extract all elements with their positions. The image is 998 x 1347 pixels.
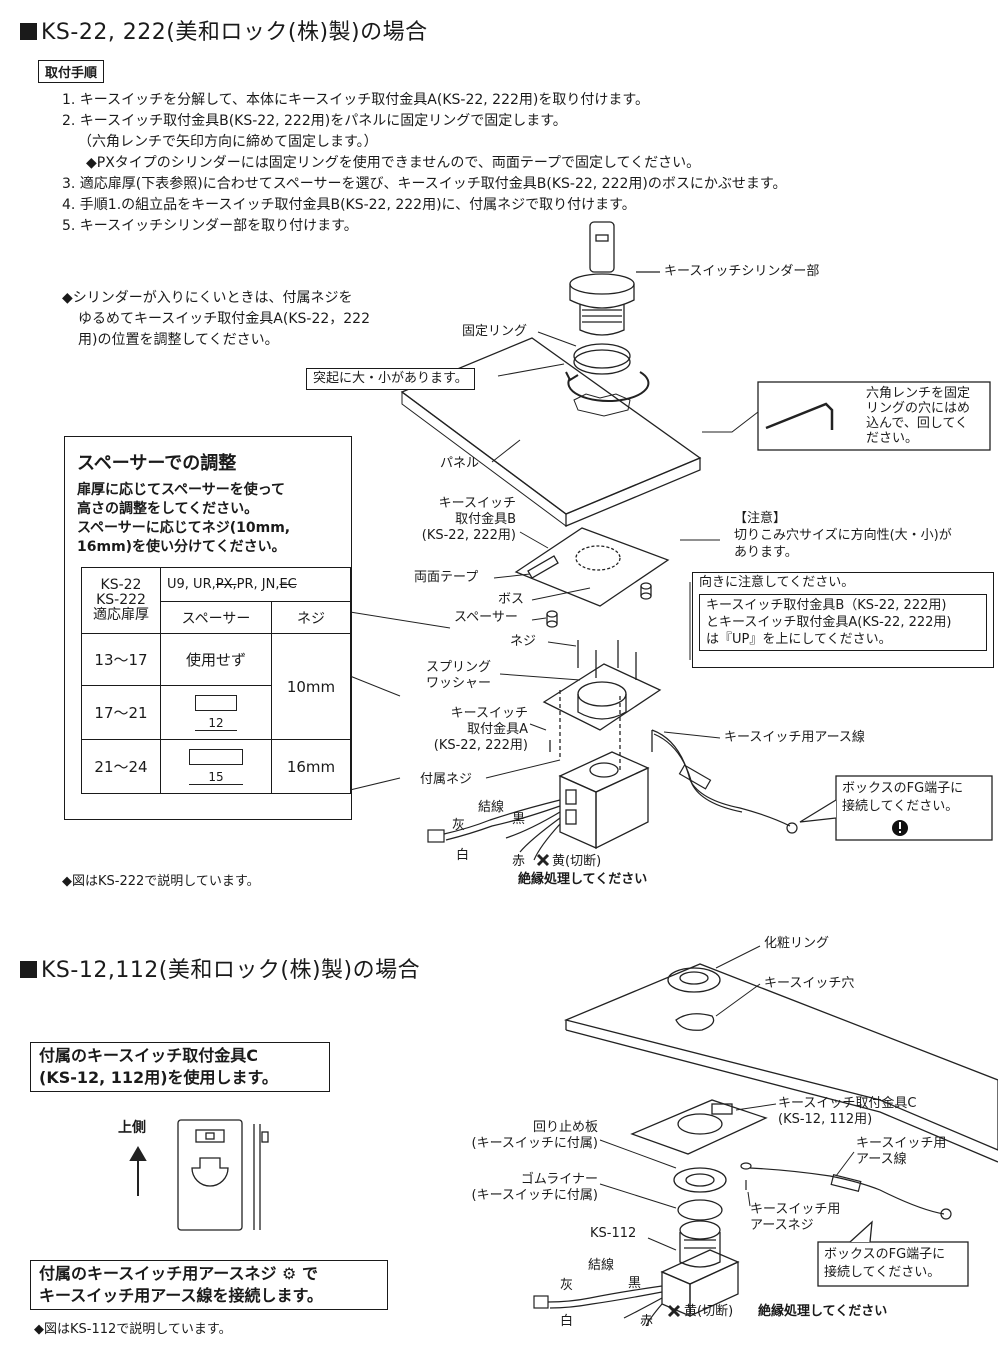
table-screw-16: 16mm	[271, 739, 351, 794]
wires-2-drawing	[533, 1285, 663, 1327]
step-2: 2. キースイッチ取付金具B(KS-22, 222用)をパネルに固定リングで固定…	[62, 113, 567, 129]
label-bump: 突起に大・小があります。	[306, 368, 475, 390]
table-thick-1: 13～17	[81, 633, 161, 686]
label-wire-tie-2: 結線	[588, 1258, 615, 1273]
label-up-side: 上側	[118, 1120, 146, 1136]
label-red-2: 赤	[640, 1314, 654, 1329]
label-insulate: 絶縁処理してください	[518, 872, 648, 887]
label-boss: ボス	[498, 592, 525, 607]
ground-2-drawing	[740, 1162, 952, 1220]
procedure-tag: 取付手順	[38, 60, 105, 83]
figure-note-2: ◆図はKS-112で説明しています。	[34, 1322, 232, 1337]
panel-2-drawing	[563, 963, 998, 1163]
label-ground-wire-2: キースイッチ用アース線	[856, 1136, 947, 1167]
label-bracket-b: キースイッチ取付金具B(KS-22, 222用)	[421, 496, 516, 543]
label-black: 黒	[512, 812, 526, 827]
table-spacer-2: 12	[160, 685, 272, 740]
table-callout	[349, 611, 451, 791]
table-header-spacer: スペーサー	[160, 601, 272, 634]
label-panel: パネル	[440, 456, 480, 471]
bracket-c-info-box: 付属のキースイッチ取付金具C(KS-12, 112用)を使用します。	[30, 1042, 330, 1092]
spacer-adjust-box: スペーサーでの調整 扉厚に応じてスペーサーを使って高さの調整をしてください。スペ…	[64, 436, 352, 820]
step-5: 5. キースイッチシリンダー部を取り付けます。	[62, 218, 358, 234]
label-ks112: KS-112	[590, 1226, 637, 1241]
label-black-2: 黒	[628, 1276, 642, 1291]
step-2-note: （六角レンチで矢印方向に締めて固定します。）	[78, 134, 378, 150]
label-switch-hole: キースイッチ穴	[764, 976, 855, 991]
spacer-box-text: 扉厚に応じてスペーサーを使って高さの調整をしてください。スペーサーに応じてネジ(…	[77, 482, 291, 555]
label-tape: 両面テープ	[414, 570, 479, 585]
label-spring-washer: スプリングワッシャー	[426, 660, 492, 691]
label-white: 白	[456, 848, 470, 863]
label-gray-2: 灰	[560, 1278, 574, 1293]
label-acc-screw: 付属ネジ	[420, 772, 473, 787]
table-screw-10: 10mm	[271, 633, 351, 740]
bracket-c-drawing	[630, 1099, 768, 1318]
key-cylinder-drawing	[569, 221, 660, 336]
bracket-c-diagram	[177, 1119, 269, 1231]
leader-lines-1	[485, 331, 860, 779]
table-header-screw: ネジ	[271, 601, 351, 634]
table-thick-2: 17～21	[81, 685, 161, 740]
ground-screw-info-box: 付属のキースイッチ用アースネジ ⚙ で キースイッチ用アース線を接続します。	[30, 1260, 388, 1310]
screw-icon: ⚙	[282, 1264, 297, 1283]
step-1: 1. キースイッチを分解して、本体にキースイッチ取付金具A(KS-22, 222…	[62, 92, 649, 108]
label-ground-wire: キースイッチ用アース線	[724, 730, 865, 745]
cut-marks	[536, 853, 681, 1318]
step-4: 4. 手順1.の組立品をキースイッチ取付金具B(KS-22, 222用)に、付属…	[62, 197, 636, 213]
direction-box: 向きに注意してください。 キースイッチ取付金具B（KS-22, 222用)とキー…	[692, 572, 994, 668]
fixing-ring-drawing	[565, 343, 650, 417]
label-gray: 灰	[452, 818, 466, 833]
label-rubber-liner: ゴムライナー(キースイッチに付属)	[471, 1172, 599, 1203]
label-cylinder: キースイッチシリンダー部	[664, 264, 820, 279]
table-spacer-1: 使用せず	[160, 633, 272, 686]
label-yellow-2: 黄(切断)	[684, 1304, 734, 1319]
table-thick-3: 21～24	[81, 739, 161, 794]
up-arrow	[129, 1146, 147, 1196]
leader-lines-2	[599, 945, 855, 1251]
label-fixing-ring: 固定リング	[462, 324, 528, 339]
bracket-a-drawing	[542, 640, 662, 770]
fg-note-2: ボックスのFG端子に接続してください。	[824, 1247, 946, 1280]
label-ground-screw: キースイッチ用アースネジ	[750, 1202, 841, 1233]
cylinder-note-2: ゆるめてキースイッチ取付金具A(KS-22，222	[78, 311, 370, 327]
cylinder-note-3: 用)の位置を調整してください。	[78, 332, 279, 348]
step-3: 3. 適応扉厚(下表参照)に合わせてスペーサーを選び、キースイッチ取付金具B(K…	[62, 176, 787, 192]
label-stop-plate: 回り止め板(キースイッチに付属)	[471, 1120, 599, 1151]
section2-title: KS-12,112(美和ロック(株)製)の場合	[20, 952, 420, 984]
wires-drawing	[427, 799, 561, 861]
label-bracket-a: キースイッチ取付金具A(KS-22, 222用)	[433, 706, 528, 753]
switch-body-drawing	[558, 751, 650, 850]
label-white-2: 白	[560, 1314, 574, 1329]
label-screw: ネジ	[510, 634, 537, 649]
spacer-box-title: スペーサーでの調整	[77, 453, 237, 474]
fg-note-1: ボックスのFG端子に接続してください。	[842, 781, 964, 814]
panel-drawing	[400, 337, 702, 527]
label-yellow: 黄(切断)	[552, 854, 602, 869]
label-wire-tie: 結線	[478, 800, 505, 815]
ground-wire-drawing	[651, 729, 798, 834]
cylinder-note-1: ◆シリンダーが入りにくいときは、付属ネジを	[62, 290, 353, 306]
step-2-px-note: ◆PXタイプのシリンダーには固定リングを使用できませんので、両面テープで固定して…	[86, 155, 701, 171]
label-bracket-c: キースイッチ取付金具C(KS-12, 112用)	[778, 1096, 917, 1127]
label-red: 赤	[512, 854, 526, 869]
label-wrench: 六角レンチを固定リングの穴にはめ込んで、回してください。	[866, 386, 971, 446]
figure-note-1: ◆図はKS-222で説明しています。	[62, 874, 260, 889]
table-spacer-3: 15	[160, 739, 272, 794]
label-insulate-2: 絶縁処理してください	[758, 1304, 888, 1319]
caution-note: 【注意】切りこみ穴サイズに方向性(大・小)があります。	[734, 511, 952, 560]
label-cosmetic-ring: 化粧リング	[764, 936, 830, 951]
section1-title: KS-22, 222(美和ロック(株)製)の場合	[20, 14, 428, 46]
table-types-cell: U9, UR,PX,PR, JN,EC	[160, 567, 351, 602]
label-spacer: スペーサー	[454, 610, 518, 625]
